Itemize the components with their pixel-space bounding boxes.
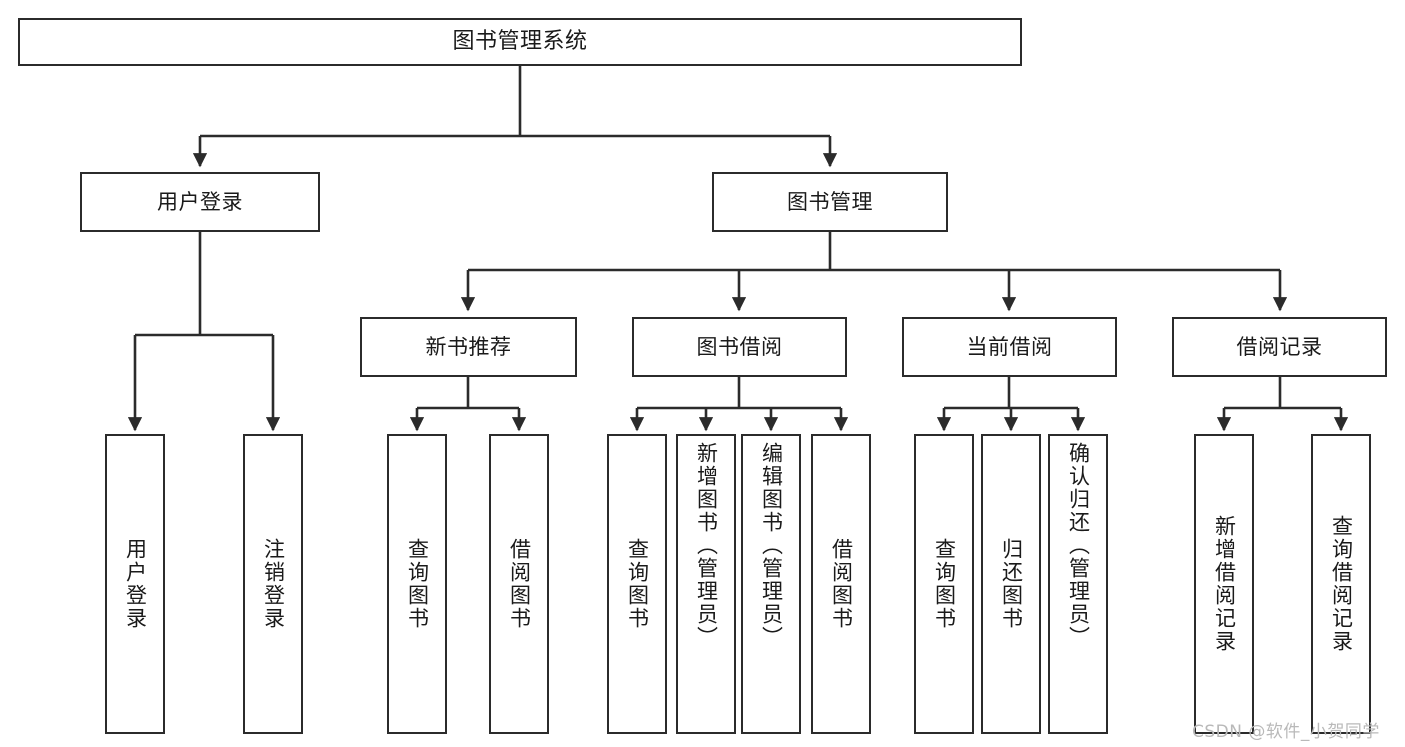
node-user-login[interactable]: 用户登录 <box>80 172 320 232</box>
node-current-borrow[interactable]: 当前借阅 <box>902 317 1117 377</box>
node-leaf-add-book-admin-label: 新增图书（管理员） <box>694 442 719 649</box>
node-leaf-query-book-3-label: 查询图书 <box>932 538 957 630</box>
node-leaf-edit-book-admin-label: 编辑图书（管理员） <box>759 442 784 649</box>
csdn-watermark: CSDN @软件_小贺同学 <box>1192 722 1380 742</box>
node-borrow-record-label: 借阅记录 <box>1236 334 1323 359</box>
node-current-borrow-label: 当前借阅 <box>966 334 1053 359</box>
node-leaf-query-borrow-record[interactable]: 查询借阅记录 <box>1311 434 1371 734</box>
node-leaf-user-login-label: 用户登录 <box>123 538 148 630</box>
node-leaf-query-book-3[interactable]: 查询图书 <box>914 434 974 734</box>
node-new-book-recommend-label: 新书推荐 <box>425 334 512 359</box>
node-leaf-query-book-1[interactable]: 查询图书 <box>387 434 447 734</box>
node-book-management[interactable]: 图书管理 <box>712 172 948 232</box>
node-book-borrow[interactable]: 图书借阅 <box>632 317 847 377</box>
node-leaf-query-book-1-label: 查询图书 <box>405 538 430 630</box>
node-leaf-user-login[interactable]: 用户登录 <box>105 434 165 734</box>
node-borrow-record[interactable]: 借阅记录 <box>1172 317 1387 377</box>
node-leaf-borrow-book-1-label: 借阅图书 <box>507 538 532 630</box>
node-leaf-return-book-label: 归还图书 <box>999 538 1024 630</box>
node-leaf-borrow-book-1[interactable]: 借阅图书 <box>489 434 549 734</box>
node-leaf-return-book[interactable]: 归还图书 <box>981 434 1041 734</box>
node-new-book-recommend[interactable]: 新书推荐 <box>360 317 577 377</box>
node-leaf-query-borrow-record-label: 查询借阅记录 <box>1329 515 1354 653</box>
node-root-book-management-system[interactable]: 图书管理系统 <box>18 18 1022 66</box>
node-leaf-confirm-return-admin-label: 确认归还（管理员） <box>1066 442 1091 649</box>
node-book-management-label: 图书管理 <box>787 189 873 214</box>
node-leaf-query-book-2-label: 查询图书 <box>625 538 650 630</box>
node-leaf-confirm-return-admin[interactable]: 确认归还（管理员） <box>1048 434 1108 734</box>
node-leaf-add-book-admin[interactable]: 新增图书（管理员） <box>676 434 736 734</box>
node-leaf-logout-login[interactable]: 注销登录 <box>243 434 303 734</box>
node-leaf-borrow-book-2[interactable]: 借阅图书 <box>811 434 871 734</box>
node-leaf-query-book-2[interactable]: 查询图书 <box>607 434 667 734</box>
node-leaf-borrow-book-2-label: 借阅图书 <box>829 538 854 630</box>
node-leaf-add-borrow-record-label: 新增借阅记录 <box>1212 515 1237 653</box>
node-leaf-add-borrow-record[interactable]: 新增借阅记录 <box>1194 434 1254 734</box>
node-user-login-label: 用户登录 <box>157 189 243 214</box>
node-leaf-logout-login-label: 注销登录 <box>261 538 286 630</box>
node-root-label: 图书管理系统 <box>452 29 588 55</box>
node-book-borrow-label: 图书借阅 <box>696 334 783 359</box>
node-leaf-edit-book-admin[interactable]: 编辑图书（管理员） <box>741 434 801 734</box>
